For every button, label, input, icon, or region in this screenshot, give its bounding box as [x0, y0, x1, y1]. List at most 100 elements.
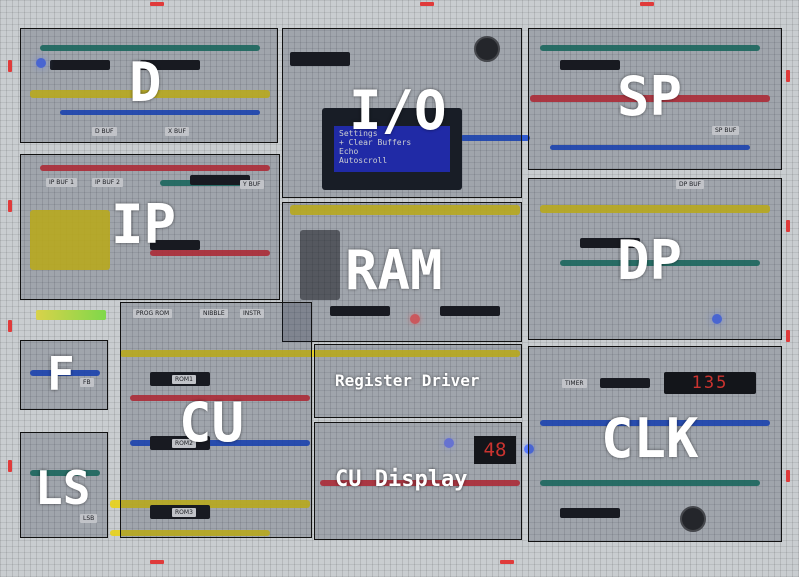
rail-clip [420, 2, 434, 6]
lcd-line: Echo [339, 147, 359, 156]
region-label-cu-display: CU Display [335, 467, 468, 492]
led [444, 438, 454, 448]
led [524, 444, 534, 454]
board-label: SP BUF [712, 126, 740, 135]
wire [540, 205, 770, 213]
rail-clip [150, 560, 164, 564]
board-label: DP BUF [676, 180, 705, 189]
rail-clip [786, 470, 790, 482]
wire [40, 165, 270, 171]
ic-chip [190, 175, 250, 185]
ic-chip [290, 52, 350, 66]
board-label: ROM3 [172, 508, 196, 517]
region-label-cu: CU [179, 391, 245, 454]
board-label: PROG ROM [133, 309, 173, 318]
contrast-knob [474, 36, 500, 62]
wire [290, 205, 520, 215]
led [712, 314, 722, 324]
wire [120, 350, 520, 357]
region-ls: LS [20, 432, 108, 538]
board-label: LSB [80, 514, 98, 523]
ic-chip [560, 508, 620, 518]
lcd-line: + Clear Buffers [339, 138, 412, 147]
ic-chip [50, 60, 110, 70]
rail-clip [500, 560, 514, 564]
board-label: TIMER [562, 379, 587, 388]
region-clk: CLK [528, 346, 782, 542]
region-label-sp: SP [617, 65, 683, 128]
wire [30, 370, 100, 376]
region-ip: IP [20, 154, 280, 300]
wire [30, 470, 100, 476]
wire [110, 500, 310, 508]
region-sp: SP [528, 28, 782, 170]
board-label: INSTR [240, 309, 264, 318]
wire [530, 95, 770, 102]
board-label: FB [80, 378, 94, 387]
board-label: NIBBLE [200, 309, 228, 318]
ic-chip [330, 306, 390, 316]
board-label: ROM2 [172, 439, 196, 448]
clock-speed-knob [680, 506, 706, 532]
board-label: D BUF [92, 127, 117, 136]
wire [150, 250, 270, 256]
wire [560, 260, 760, 266]
led [410, 314, 420, 324]
led-bar [36, 310, 106, 320]
wire [460, 135, 530, 141]
wire [540, 420, 770, 426]
ic-chip [440, 306, 500, 316]
rail-clip [8, 200, 12, 212]
wire [60, 110, 260, 115]
ic-chip [600, 378, 650, 388]
region-label-ip: IP [111, 193, 177, 256]
region-label-dp: DP [617, 229, 683, 292]
board-label: ROM1 [172, 375, 196, 384]
region-dp: DP [528, 178, 782, 340]
rail-clip [786, 330, 790, 342]
rail-clip [150, 2, 164, 6]
wire [130, 395, 310, 401]
rail-clip [8, 60, 12, 72]
ic-chip [140, 60, 200, 70]
lcd-line: Autoscroll [339, 156, 388, 165]
lcd-module: Settings + Clear Buffers Echo Autoscroll [322, 108, 462, 190]
wire [320, 480, 520, 486]
rail-clip [640, 2, 654, 6]
rail-clip [786, 70, 790, 82]
rail-clip [8, 320, 12, 332]
region-ram: RAM [282, 202, 522, 342]
region-label-clk: CLK [601, 407, 699, 470]
lcd-screen: Settings + Clear Buffers Echo Autoscroll [334, 126, 450, 172]
wire [30, 210, 110, 270]
region-label-io: I/O [349, 79, 447, 142]
wire [540, 480, 760, 486]
wire [30, 90, 270, 98]
region-label-ram: RAM [345, 239, 443, 302]
wire [110, 530, 270, 536]
wire [300, 230, 340, 300]
cu-seven-segment-display: 48 [474, 436, 516, 464]
wire [540, 45, 760, 51]
region-label-d: D [129, 51, 162, 114]
ic-chip [150, 240, 200, 250]
rail-clip [8, 460, 12, 472]
clock-seven-segment-display: 135 [664, 372, 756, 394]
wire [130, 440, 310, 446]
region-cu-display: CU Display [314, 422, 522, 540]
rail-clip [786, 220, 790, 232]
region-d: D [20, 28, 278, 143]
region-register-driver: Register Driver [314, 344, 522, 418]
board-label: X BUF [165, 127, 189, 136]
region-label-register-driver: Register Driver [335, 371, 480, 390]
region-f: F [20, 340, 108, 410]
ic-chip [580, 238, 640, 248]
board-label: IP BUF 2 [92, 178, 123, 187]
ic-chip [560, 60, 620, 70]
wire [550, 145, 750, 150]
wire [40, 45, 260, 51]
region-cu: CU [120, 302, 312, 538]
region-io: I/O [282, 28, 522, 198]
board-label: Y BUF [240, 180, 264, 189]
